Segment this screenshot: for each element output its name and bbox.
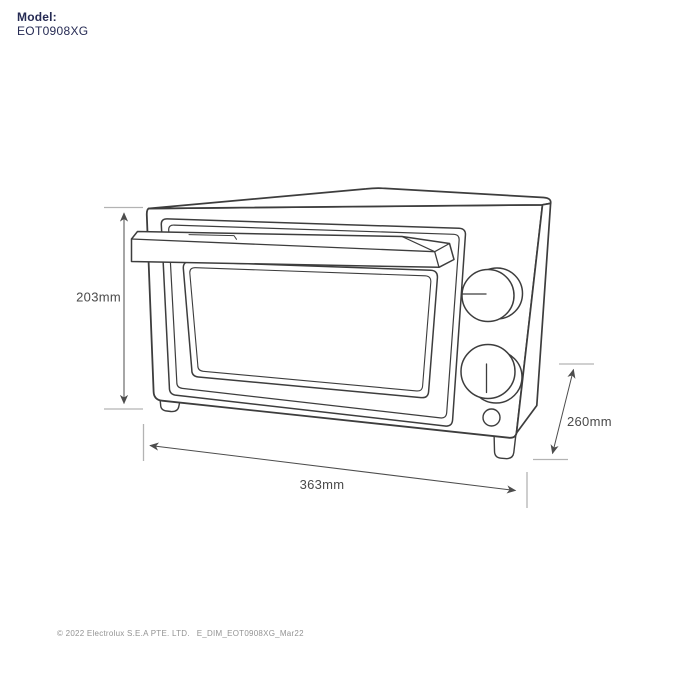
oven-drawing <box>130 187 552 460</box>
document-reference: E_DIM_EOT0908XG_Mar22 <box>196 629 304 638</box>
model-number: EOT0908XG <box>17 24 89 38</box>
footer: © 2022 Electrolux S.E.A PTE. LTD. E_DIM_E… <box>57 629 304 638</box>
knob-face <box>461 268 515 323</box>
dimension-width: 363mm <box>142 424 528 508</box>
height-dimension-label: 203mm <box>76 290 121 305</box>
depth-arrow <box>550 368 576 455</box>
handle-top-notch <box>188 234 237 240</box>
oven-top-face <box>147 187 552 210</box>
oven-side-face <box>515 202 552 434</box>
oven-door-frame <box>160 218 467 427</box>
width-dimension-label: 363mm <box>300 477 345 492</box>
model-label: Model: <box>17 10 57 24</box>
timer-knob[interactable] <box>460 343 523 404</box>
width-arrow <box>149 442 517 494</box>
model-block: Model: EOT0908XG <box>17 10 88 38</box>
dimension-height: 203mm <box>76 206 143 410</box>
knob-face <box>460 343 516 400</box>
oven-door-frame-inner <box>168 224 460 419</box>
door-handle <box>130 230 455 269</box>
handle-end-bevel <box>401 235 451 253</box>
dimension-depth: 260mm <box>533 363 612 461</box>
indicator-light <box>482 408 501 427</box>
oven-door-window-inner <box>189 267 432 392</box>
depth-dimension-label: 260mm <box>567 414 612 429</box>
copyright-text: © 2022 Electrolux S.E.A PTE. LTD. <box>57 629 190 638</box>
temperature-knob[interactable] <box>461 267 524 323</box>
